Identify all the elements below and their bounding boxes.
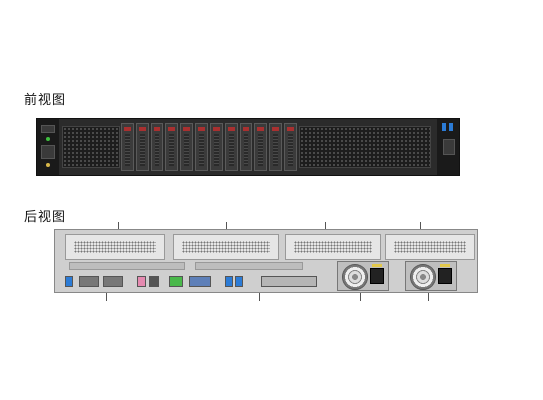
sfp-port-icon [103, 276, 123, 287]
fan-icon [342, 264, 368, 290]
callout-line [226, 222, 227, 230]
drive-bay-icon [224, 123, 238, 171]
power-socket-icon [370, 268, 384, 284]
serial-port-icon [137, 276, 146, 287]
pcie-riser-3 [285, 234, 381, 260]
front-left-vent-grille [62, 126, 120, 168]
usb-port-icon [65, 276, 73, 287]
callout-line [428, 293, 429, 301]
network-port-icon [149, 276, 159, 287]
pcie-riser-1 [65, 234, 165, 260]
drive-bay-icon [195, 123, 208, 171]
drive-bay-icon [165, 123, 179, 171]
drive-bay-icon [254, 123, 268, 171]
status-led-icon [46, 137, 50, 141]
sfp-port-icon [79, 276, 99, 287]
callout-line [325, 222, 326, 230]
drive-bay-icon [269, 123, 283, 171]
drive-bay-icon [284, 123, 297, 171]
pcie-slot [195, 262, 303, 270]
drive-bay-icon [239, 123, 253, 171]
id-button-icon [41, 145, 55, 159]
vga-port-icon [443, 139, 455, 155]
front-panel-image [36, 118, 460, 176]
network-port-icon [169, 276, 183, 287]
psu-led-icon [372, 264, 382, 267]
usb-port-icon [449, 123, 453, 131]
rear-panel-image [54, 229, 478, 293]
usb-port-icon [235, 276, 243, 287]
power-button-icon [41, 125, 55, 133]
rear-io-row [65, 274, 317, 290]
callout-line [118, 222, 119, 230]
ocp-slot [69, 262, 185, 270]
drive-bay-icon [135, 123, 149, 171]
callout-line [360, 293, 361, 301]
right-rack-ear [437, 119, 459, 175]
psu-1 [337, 261, 389, 291]
power-socket-icon [438, 268, 452, 284]
vga-port-icon [189, 276, 211, 287]
callout-line [259, 293, 260, 301]
drive-bay-icon [209, 123, 223, 171]
front-right-vent-grille [299, 126, 431, 168]
callout-line [420, 222, 421, 230]
drive-bay-icon [180, 123, 194, 171]
drive-bay-icon [150, 123, 164, 171]
psu-led-icon [440, 264, 450, 267]
drive-bay-icon [121, 123, 134, 171]
pcie-riser-2 [173, 234, 279, 260]
pcie-riser-4 [385, 234, 475, 260]
rear-view-label: 后视图 [24, 210, 67, 225]
callout-line [106, 293, 107, 301]
pcie-slot-cover [261, 276, 317, 287]
usb-port-icon [442, 123, 446, 131]
psu-2 [405, 261, 457, 291]
front-view-label: 前视图 [24, 93, 67, 108]
health-led-icon [46, 163, 50, 167]
drive-bay [121, 123, 297, 171]
usb-port-icon [225, 276, 233, 287]
left-rack-ear [37, 119, 59, 175]
fan-icon [410, 264, 436, 290]
